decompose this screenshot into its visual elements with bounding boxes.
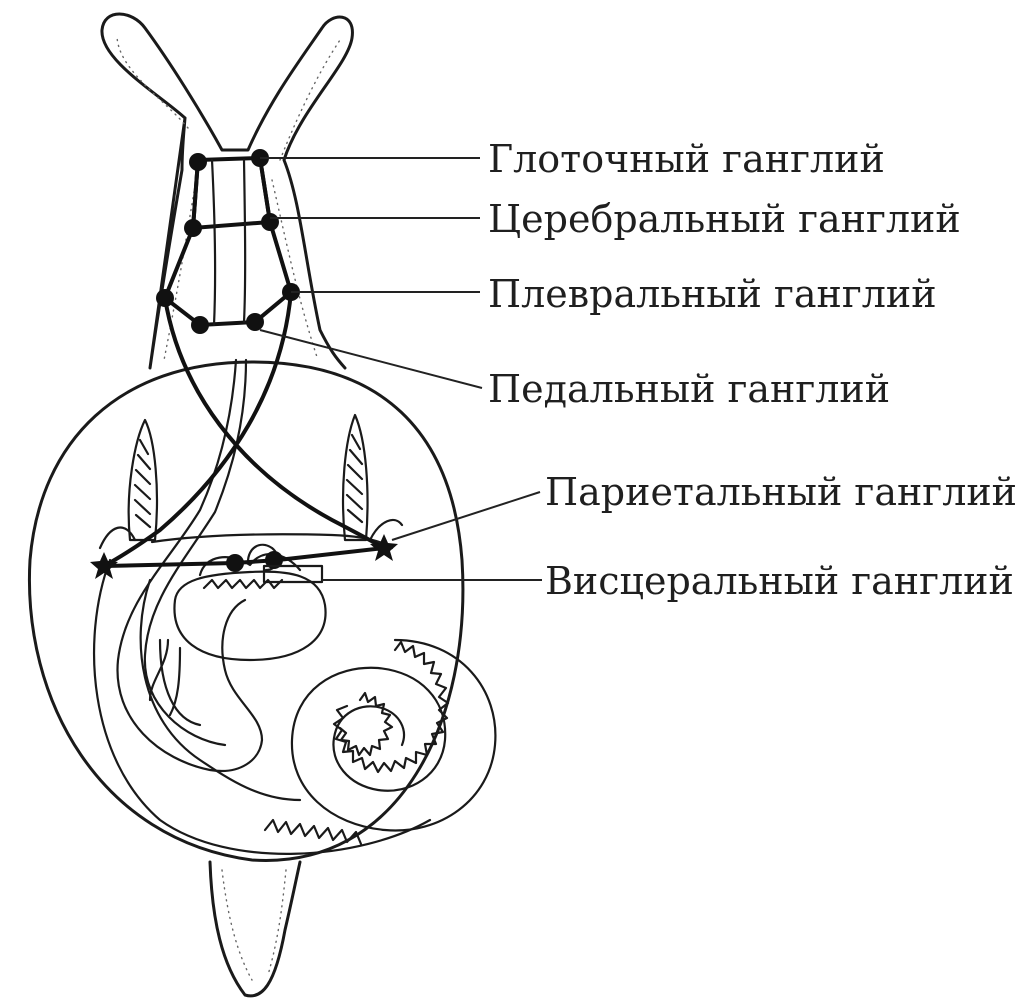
label-pleural-ganglion: Плевральный ганглий	[488, 272, 937, 316]
label-pharyngeal-ganglion: Глоточный ганглий	[488, 137, 885, 181]
pedal-ganglion-right	[246, 313, 264, 331]
gills	[100, 415, 402, 548]
shell	[29, 362, 462, 860]
visceral-ganglion-left	[226, 554, 244, 572]
pedal-ganglion-left	[191, 316, 209, 334]
label-visceral-ganglion: Висцеральный ганглий	[545, 559, 1014, 603]
spiral-gland	[265, 640, 495, 844]
cerebral-ganglion-right	[261, 213, 279, 231]
pleural-ganglion-left	[156, 289, 174, 307]
label-pedal-ganglion: Педальный ганглий	[488, 367, 890, 411]
parietal-ganglion-right	[370, 534, 398, 561]
pharyngeal-ganglion-left	[189, 153, 207, 171]
labels: Глоточный ганглий Церебральный ганглий П…	[488, 137, 1017, 603]
cerebral-ganglion-left	[184, 219, 202, 237]
label-parietal-ganglion: Париетальный ганглий	[545, 470, 1017, 514]
label-cerebral-ganglion: Церебральный ганглий	[488, 197, 961, 241]
